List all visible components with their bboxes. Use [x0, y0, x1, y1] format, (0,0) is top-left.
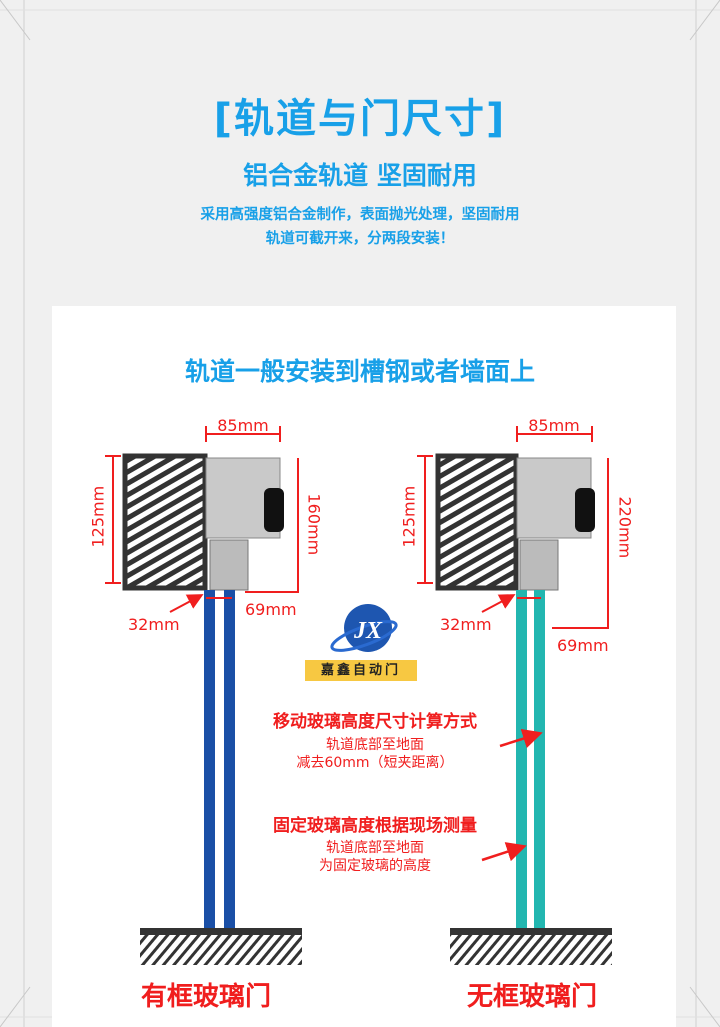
fixed-glass-note-title: 固定玻璃高度根据现场测量 — [273, 816, 477, 836]
svg-text:JX: JX — [353, 618, 383, 644]
brand-name: 嘉鑫自动门 — [305, 660, 417, 681]
note-arrows — [481, 728, 543, 862]
brand-logo: JX — [330, 604, 398, 652]
page-title: [轨道与门尺寸] — [213, 96, 507, 142]
floor-line — [140, 928, 302, 935]
motor-pulley — [575, 488, 595, 532]
dimension-lines — [417, 426, 609, 629]
subtitle: 铝合金轨道 坚固耐用 — [243, 161, 477, 190]
fixed-glass-note-line-2: 为固定玻璃的高度 — [319, 858, 431, 874]
left-width-label: 85mm — [217, 416, 269, 435]
panel-heading: 轨道一般安装到槽钢或者墙面上 — [184, 357, 535, 386]
moving-glass-note-line-1: 轨道底部至地面 — [326, 737, 424, 753]
right-depth-label: 69mm — [557, 636, 609, 655]
wall-channel — [122, 453, 208, 591]
left-depth-label: 69mm — [245, 600, 297, 619]
right-caption: 无框玻璃门 — [466, 982, 597, 1012]
glass-panel-fixed — [534, 590, 545, 928]
left-gap-label: 32mm — [128, 615, 180, 634]
right-wall-height-label: 125mm — [399, 485, 419, 548]
right-gap-label: 32mm — [440, 615, 492, 634]
left-diagram — [105, 426, 302, 965]
floor-hatch — [140, 935, 302, 965]
hanger-clamp — [209, 539, 249, 591]
moving-glass-note-title: 移动玻璃高度尺寸计算方式 — [273, 712, 477, 732]
wall-channel — [435, 453, 519, 591]
right-diagram — [417, 426, 612, 965]
motor-pulley — [264, 488, 284, 532]
floor-line — [450, 928, 612, 935]
glass-panel-moving — [516, 590, 527, 928]
glass-panel-fixed — [224, 590, 235, 928]
hanger-clamp — [519, 539, 559, 591]
left-wall-height-label: 125mm — [88, 485, 108, 548]
left-caption: 有框玻璃门 — [140, 982, 271, 1012]
dimension-lines — [105, 426, 299, 613]
floor-hatch — [450, 935, 612, 965]
right-total-height-label: 220mm — [615, 496, 635, 559]
right-width-label: 85mm — [528, 416, 580, 435]
fixed-glass-note-line-1: 轨道底部至地面 — [326, 840, 424, 856]
moving-glass-note-line-2: 减去60mm（短夹距离） — [296, 755, 454, 771]
description-line-2: 轨道可截开来，分两段安装！ — [265, 231, 455, 247]
left-total-height-label: 160mm — [304, 493, 324, 556]
glass-panel-moving — [204, 590, 215, 928]
description-line-1: 采用高强度铝合金制作，表面抛光处理，坚固耐用 — [200, 207, 520, 223]
